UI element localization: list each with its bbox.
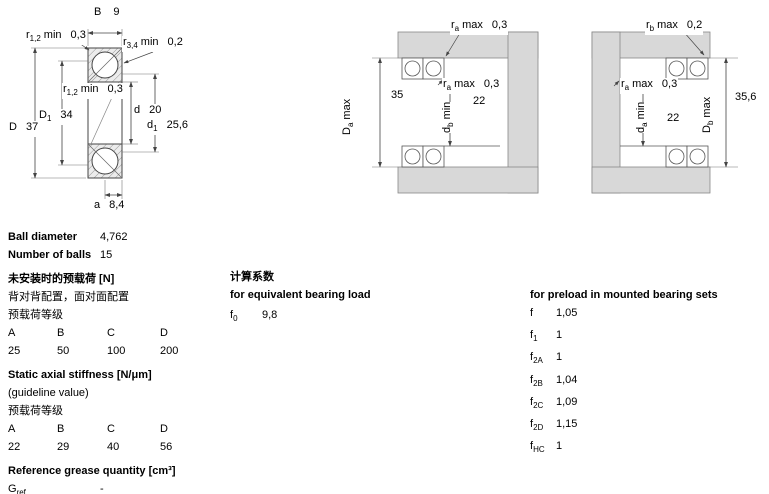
- stiffness-value-C: 40: [107, 441, 120, 453]
- dim-d1: d1 25,6: [146, 119, 189, 136]
- preload-class-header-row: A B C D: [8, 324, 223, 342]
- stiffness-value-A: 22: [8, 441, 21, 453]
- factor-f2B-symbol: f2B: [530, 373, 543, 388]
- abutment-mid-drawing: [372, 31, 539, 194]
- preload-unmounted-title: 未安装时的预载荷 [N]: [8, 273, 115, 285]
- left-data-column: Ball diameter 4,762 Number of balls 15 未…: [8, 228, 223, 494]
- factor-f2D-symbol: f2D: [530, 417, 544, 433]
- abutment-right-drawing: [591, 30, 738, 194]
- dim-B: B 9: [93, 6, 121, 23]
- factor-fHC-value: 1: [556, 440, 563, 453]
- ball-diameter-value: 4,762: [100, 231, 128, 243]
- stiffness-values-row: 22 29 40 56: [8, 438, 223, 456]
- preload-factors-title: for preload in mounted bearing sets: [530, 289, 718, 301]
- preload-class-B: B: [57, 327, 65, 339]
- stiffness-class-D: D: [160, 423, 168, 435]
- ball-diameter-row: Ball diameter 4,762: [8, 228, 223, 246]
- preload-class-A: A: [8, 327, 16, 339]
- factor-row-f1: f1 1: [530, 326, 760, 348]
- grease-symbol: Gref: [8, 483, 26, 494]
- dim-d: d 20: [133, 104, 163, 121]
- factor-f-symbol: f: [530, 307, 534, 319]
- preload-unmounted-row-label: 预载荷等级: [8, 309, 63, 321]
- grease-title: Reference grease quantity [cm³]: [8, 465, 176, 477]
- factor-row-f0: f0 9,8: [230, 306, 460, 328]
- factor-row-f2A: f2A 1: [530, 348, 760, 370]
- calc-factors-title: 计算系数: [230, 271, 274, 283]
- number-of-balls-value: 15: [100, 249, 113, 261]
- preload-values-row: 25 50 100 200: [8, 342, 223, 360]
- preload-value-B: 50: [57, 345, 70, 357]
- stiffness-class-C: C: [107, 423, 115, 435]
- stiffness-value-D: 56: [160, 441, 173, 453]
- factor-row-f2C: f2C 1,09: [530, 393, 760, 415]
- dim-Db-max-label: Dbmax: [701, 96, 716, 133]
- factor-f0-symbol: f0: [230, 309, 238, 324]
- dim-Db-max-value: 35,6: [734, 91, 758, 103]
- factor-f2A-symbol: f2A: [530, 351, 543, 366]
- factor-f1-value: 1: [556, 329, 563, 342]
- factor-f2B-value: 1,04: [556, 373, 578, 386]
- preload-factors-column: for preload in mounted bearing sets f 1,…: [530, 286, 760, 459]
- dim-Da-max-value: 35: [390, 89, 405, 101]
- factor-f0-value: 9,8: [262, 309, 278, 321]
- dim-da-min-label: damin: [635, 101, 650, 133]
- stiffness-title: Static axial stiffness [N/μm]: [8, 369, 152, 381]
- dim-da-min-value: 22: [666, 112, 681, 124]
- stiffness-row-label: 预载荷等级: [8, 405, 63, 417]
- factor-f-value: 1,05: [556, 307, 578, 319]
- stiffness-subtitle: (guideline value): [8, 387, 89, 399]
- stiffness-class-header-row: A B C D: [8, 420, 223, 438]
- factor-f2A-value: 1: [556, 351, 563, 364]
- factor-row-f: f 1,05: [530, 304, 760, 326]
- calc-factors-subtitle: for equivalent bearing load: [230, 289, 371, 301]
- factor-f2C-value: 1,09: [556, 395, 578, 408]
- factor-f2C-symbol: f2C: [530, 395, 544, 410]
- dim-D1: D1 34: [38, 109, 74, 126]
- preload-class-C: C: [107, 327, 115, 339]
- preload-value-A: 25: [8, 345, 21, 357]
- factor-row-f2D: f2D 1,15: [530, 415, 760, 437]
- preload-value-C: 100: [107, 345, 126, 357]
- stiffness-class-A: A: [8, 423, 16, 435]
- dim-db-min-label: dbmin: [441, 101, 456, 133]
- stiffness-class-B: B: [57, 423, 65, 435]
- preload-class-D: D: [160, 327, 168, 339]
- ball-diameter-label: Ball diameter: [8, 231, 78, 243]
- factor-fHC-symbol: fHC: [530, 440, 545, 455]
- calc-factors-column: 计算系数 for equivalent bearing load f0 9,8: [230, 268, 460, 328]
- grease-row: Gref -: [8, 480, 223, 494]
- factor-f2D-value: 1,15: [556, 417, 578, 430]
- dim-a: a 8,4: [93, 199, 126, 216]
- dim-D: D 37: [8, 121, 40, 138]
- preload-unmounted-subtitle: 背对背配置，面对面配置: [8, 291, 129, 303]
- preload-value-D: 200: [160, 345, 179, 357]
- stiffness-value-B: 29: [57, 441, 70, 453]
- factor-f1-symbol: f1: [530, 329, 538, 344]
- dim-db-min-value: 22: [472, 95, 487, 107]
- number-of-balls-label: Number of balls: [8, 249, 92, 261]
- factor-row-fHC: fHC 1: [530, 437, 760, 459]
- grease-value: -: [100, 483, 104, 494]
- bearing-cross-section-drawing: [31, 29, 159, 201]
- dim-Da-max-label: Damax: [341, 98, 356, 135]
- number-of-balls-row: Number of balls 15: [8, 246, 223, 264]
- factor-row-f2B: f2B 1,04: [530, 371, 760, 393]
